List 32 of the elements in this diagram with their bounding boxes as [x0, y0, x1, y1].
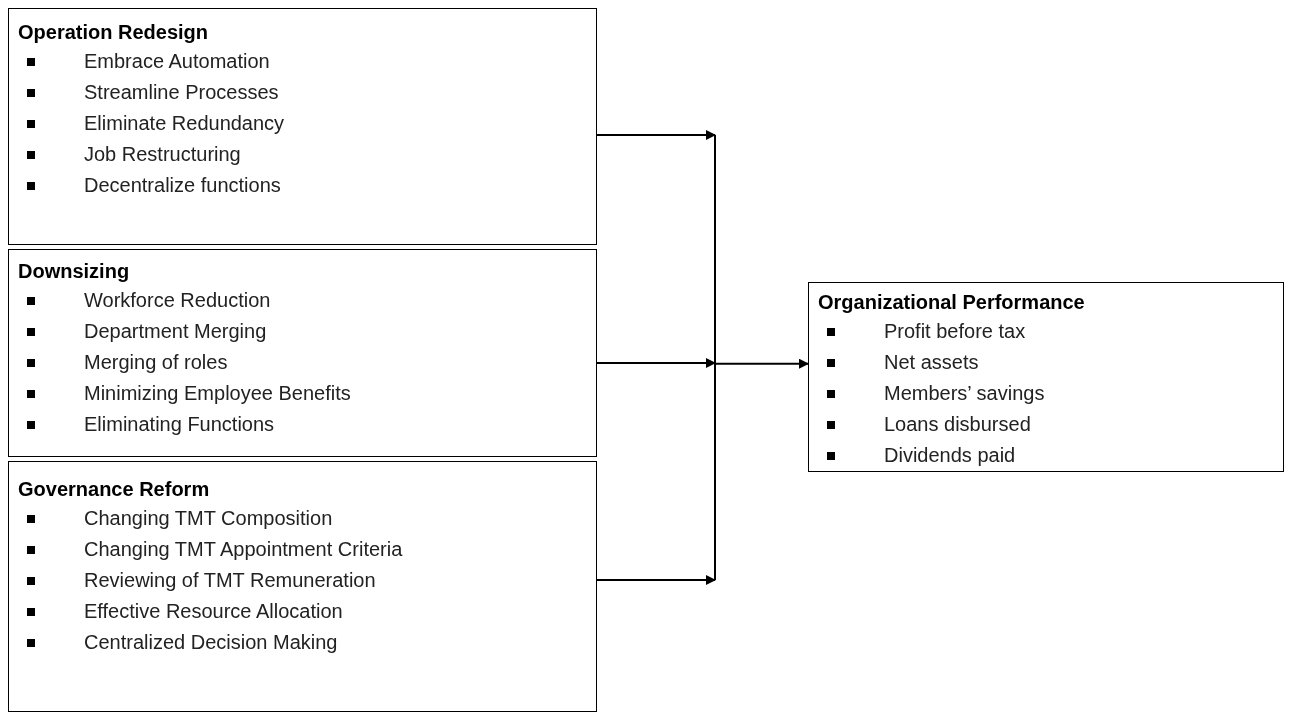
text-box [8, 8, 597, 245]
list-item: Net assets [884, 350, 979, 375]
arrow [596, 130, 716, 365]
box-heading: Operation Redesign [18, 20, 209, 45]
list-item: Job Restructuring [84, 142, 241, 167]
arrow [596, 358, 716, 368]
list-item: Decentralize functions [84, 173, 281, 198]
list-item: Changing TMT Appointment Criteria [84, 537, 403, 562]
list-item: Streamline Processes [84, 80, 279, 105]
list-item: Effective Resource Allocation [84, 599, 343, 624]
text-box [8, 249, 597, 457]
list-item: Department Merging [84, 319, 267, 344]
box-heading: Organizational Performance [818, 290, 1085, 315]
list-item: Changing TMT Composition [84, 506, 333, 531]
list-item: Centralized Decision Making [84, 630, 338, 655]
list-item: Eliminate Redundancy [84, 111, 285, 136]
text-box [8, 461, 597, 712]
list-item: Loans disbursed [884, 412, 1031, 437]
list-item: Reviewing of TMT Remuneration [84, 568, 376, 593]
list-item: Profit before tax [884, 319, 1026, 344]
list-item: Eliminating Functions [84, 412, 275, 437]
arrow [714, 358, 809, 369]
box-heading: Governance Reform [18, 477, 210, 502]
text-box [808, 282, 1284, 472]
arrow [596, 362, 716, 585]
list-item: Merging of roles [84, 350, 228, 375]
list-item: Embrace Automation [84, 49, 270, 74]
box-heading: Downsizing [18, 259, 130, 284]
list-item: Members’ savings [884, 381, 1045, 406]
list-item: Workforce Reduction [84, 288, 271, 313]
list-item: Dividends paid [884, 443, 1016, 468]
list-item: Minimizing Employee Benefits [84, 381, 351, 406]
